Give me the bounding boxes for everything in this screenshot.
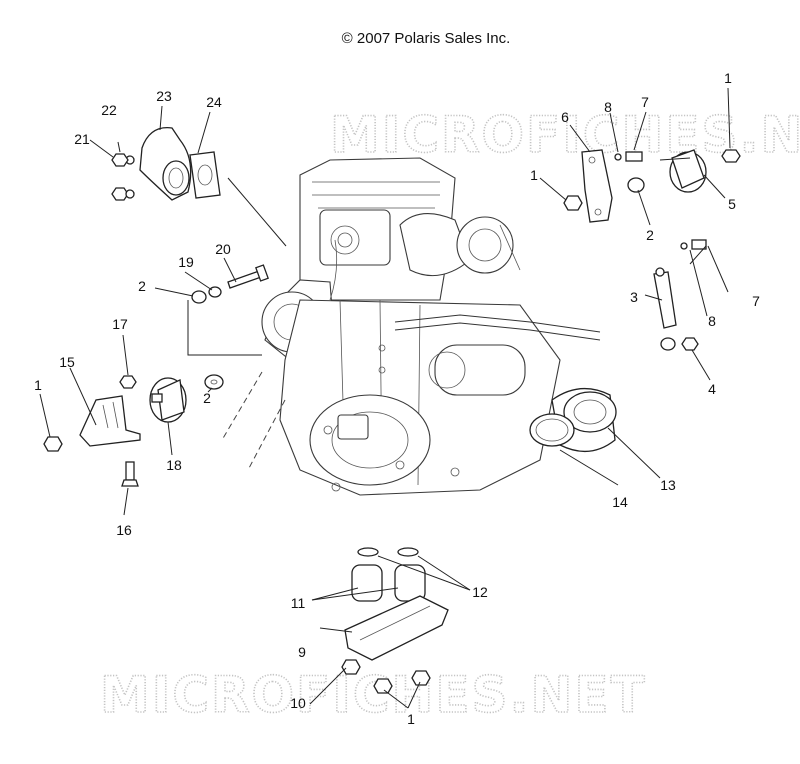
callout-3: 3 (630, 289, 638, 305)
callout-17: 17 (112, 316, 128, 332)
callout-11: 11 (291, 595, 306, 611)
leader-lines (39, 87, 731, 709)
callout-24: 24 (206, 94, 222, 110)
callout-19: 19 (178, 254, 194, 270)
callout-2-right: 2 (646, 227, 654, 243)
callout-8-mid: 8 (708, 313, 716, 329)
callout-16: 16 (116, 522, 132, 538)
callout-1-left: 1 (34, 377, 42, 393)
callout-22: 22 (101, 102, 117, 118)
callout-labels: 1 1 1 1 2 2 2 3 4 5 6 7 7 8 8 9 10 11 12… (34, 70, 760, 727)
callout-12: 12 (472, 584, 488, 600)
lower-mount-group (341, 547, 449, 694)
callout-2-mid: 2 (203, 390, 211, 406)
callout-4: 4 (708, 381, 716, 397)
callout-1-bottom: 1 (407, 711, 415, 727)
copyright-text: © 2007 Polaris Sales Inc. (342, 30, 511, 47)
shift-linkage-group (653, 239, 707, 351)
callout-14: 14 (612, 494, 628, 510)
left-mount-group (43, 264, 269, 487)
engine-block (221, 157, 601, 496)
callout-20: 20 (215, 241, 231, 257)
callout-9: 9 (298, 644, 306, 660)
callout-8-top: 8 (604, 99, 612, 115)
right-mount-group (563, 149, 741, 223)
watermark-bottom: MICROFICHES.NET (100, 666, 647, 724)
callout-18: 18 (166, 457, 182, 473)
exhaust-flange-group (111, 127, 287, 247)
callout-7-mid: 7 (752, 293, 760, 309)
callout-1-right: 1 (530, 167, 538, 183)
callout-5: 5 (728, 196, 736, 212)
callout-6: 6 (561, 109, 569, 125)
watermark-top: MICROFICHES.NET (330, 106, 800, 164)
callout-1-top-right: 1 (724, 70, 732, 86)
callout-15: 15 (59, 354, 75, 370)
callout-21: 21 (74, 131, 90, 147)
callout-7-top: 7 (641, 94, 649, 110)
intake-boot-group (529, 387, 617, 452)
callout-23: 23 (156, 88, 172, 104)
callout-10: 10 (290, 695, 306, 711)
callout-2-left: 2 (138, 278, 146, 294)
callout-13: 13 (660, 477, 676, 493)
